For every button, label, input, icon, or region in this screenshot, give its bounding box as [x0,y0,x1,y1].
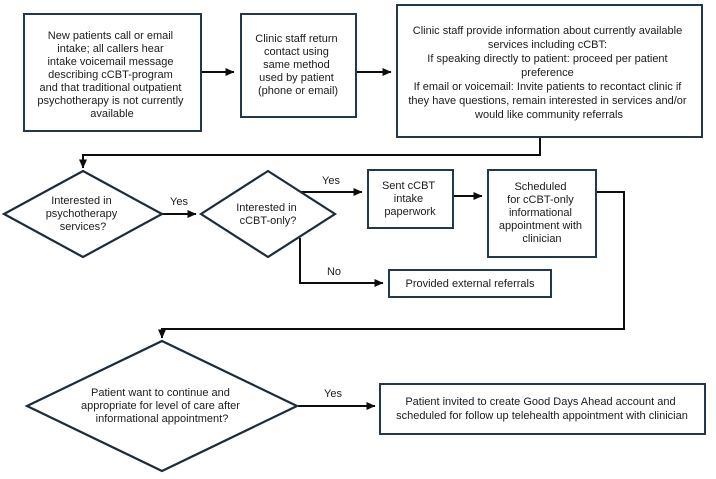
sent-intake-paperwork-label: Sent cCBT intake paperwork [382,180,438,218]
staff-provide-info-box[interactable] [396,4,703,138]
node-staff-provide-info[interactable]: Clinic staff provide information about c… [396,4,703,138]
edge-label-continue-yes: Yes [324,388,342,400]
interested-ccbt-only-diamond[interactable] [198,169,338,259]
node-interested-ccbt-only[interactable]: Interested in cCBT-only? [198,169,338,259]
invited-good-days-ahead-label: Patient invited to create Good Days Ahea… [396,396,688,422]
edge-label-ccbt-no: No [327,266,341,278]
node-scheduled-informational[interactable]: Scheduled for cCBT-only informational ap… [487,169,597,258]
intake-contact-label: New patients call or email intake; all c… [37,30,186,120]
scheduled-informational-box[interactable] [487,169,597,258]
node-provided-external-referrals[interactable]: Provided external referrals [388,269,552,298]
interested-psychotherapy-diamond[interactable] [1,169,165,259]
edge-ccbt-no-to-referrals [299,238,384,287]
staff-provide-info-label: Clinic staff provide information about c… [408,25,689,121]
staff-return-contact-box[interactable] [240,13,357,118]
edge-label-psychotherapy-yes: Yes [170,196,188,208]
intake-contact-box[interactable] [23,13,202,132]
scheduled-informational-label: Scheduled for cCBT-only informational ap… [499,181,585,245]
connector-layer [79,68,625,410]
edge-scheduled-to-continue-decision [158,191,625,339]
invited-good-days-ahead-box[interactable] [379,383,706,435]
node-invited-good-days-ahead[interactable]: Patient invited to create Good Days Ahea… [379,383,706,435]
edge-label-ccbt-yes: Yes [322,175,340,187]
patient-continue-diamond[interactable] [24,339,300,473]
interested-ccbt-only-label: Interested in cCBT-only? [236,202,300,227]
node-sent-intake-paperwork[interactable]: Sent cCBT intake paperwork [367,169,454,229]
provided-external-referrals-box[interactable] [388,269,552,298]
provided-external-referrals-label: Provided external referrals [405,278,535,290]
sent-intake-paperwork-box[interactable] [367,169,454,229]
interested-psychotherapy-label: Interested in psychotherapy services? [46,195,121,233]
staff-return-contact-label: Clinic staff return contact using same m… [255,33,340,97]
patient-continue-label: Patient want to continue and appropriate… [81,387,243,425]
node-patient-continue-decision[interactable]: Patient want to continue and appropriate… [24,339,300,473]
node-staff-return-contact[interactable]: Clinic staff return contact using same m… [240,13,357,118]
edge-info-to-psychotherapy-decision [79,137,541,169]
node-intake-contact[interactable]: New patients call or email intake; all c… [23,13,202,132]
node-interested-psychotherapy[interactable]: Interested in psychotherapy services? [1,169,165,259]
